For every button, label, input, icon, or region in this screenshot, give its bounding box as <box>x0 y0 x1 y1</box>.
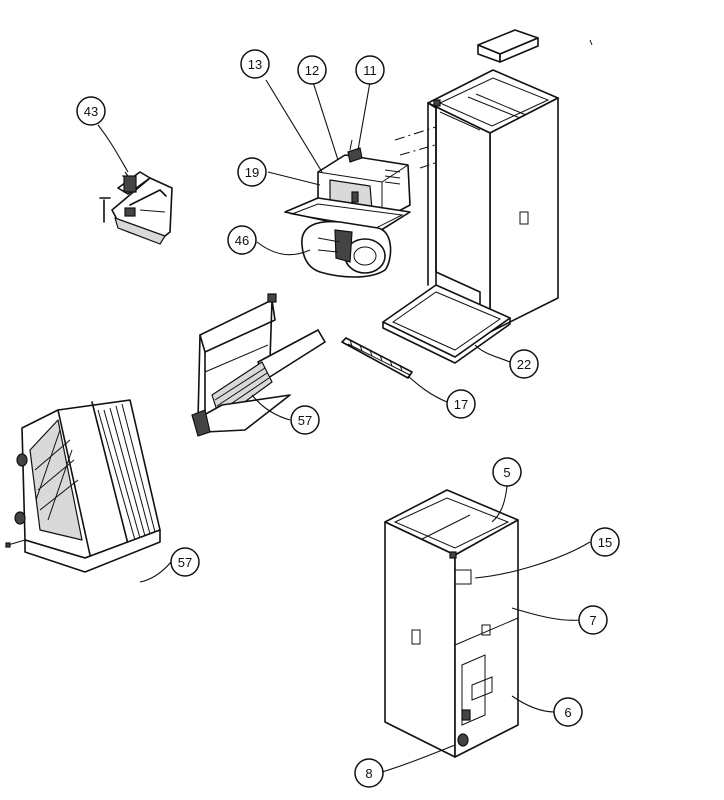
coil-assembly-lower <box>5 399 161 573</box>
callout-57-lower: 57 <box>170 547 200 577</box>
callout-label: 6 <box>564 705 571 720</box>
lower-cabinet <box>384 489 519 758</box>
callout-57-upper: 57 <box>290 405 320 435</box>
callout-8: 8 <box>354 758 384 788</box>
callout-5: 5 <box>492 457 522 487</box>
callout-label: 57 <box>178 555 192 570</box>
callout-label: 17 <box>454 397 468 412</box>
callout-label: 7 <box>589 613 596 628</box>
callout-17: 17 <box>446 389 476 419</box>
callout-label: 22 <box>517 357 531 372</box>
callout-label: 19 <box>245 165 259 180</box>
callout-15: 15 <box>590 527 620 557</box>
callout-6: 6 <box>553 697 583 727</box>
callout-label: 43 <box>84 104 98 119</box>
callout-13: 13 <box>240 49 270 79</box>
callout-label: 8 <box>365 766 372 781</box>
callout-label: 46 <box>235 233 249 248</box>
callout-label: 11 <box>363 63 377 78</box>
callout-label: 15 <box>598 535 612 550</box>
callout-19: 19 <box>237 157 267 187</box>
coil-assembly-upper <box>191 293 326 437</box>
callout-label: 57 <box>298 413 312 428</box>
leader-lines <box>97 79 591 773</box>
part-43-bracket <box>99 171 173 245</box>
callout-11: 11 <box>355 55 385 85</box>
callout-7: 7 <box>578 605 608 635</box>
upper-cabinet <box>382 29 559 364</box>
callout-46: 46 <box>227 225 257 255</box>
scan-mark <box>589 39 593 46</box>
blower-assembly <box>284 139 411 278</box>
callout-label: 13 <box>248 57 262 72</box>
callout-label: 12 <box>305 63 319 78</box>
callout-12: 12 <box>297 55 327 85</box>
callout-43: 43 <box>76 96 106 126</box>
callout-label: 5 <box>503 465 510 480</box>
part-17-rail <box>341 337 413 379</box>
callout-22: 22 <box>509 349 539 379</box>
